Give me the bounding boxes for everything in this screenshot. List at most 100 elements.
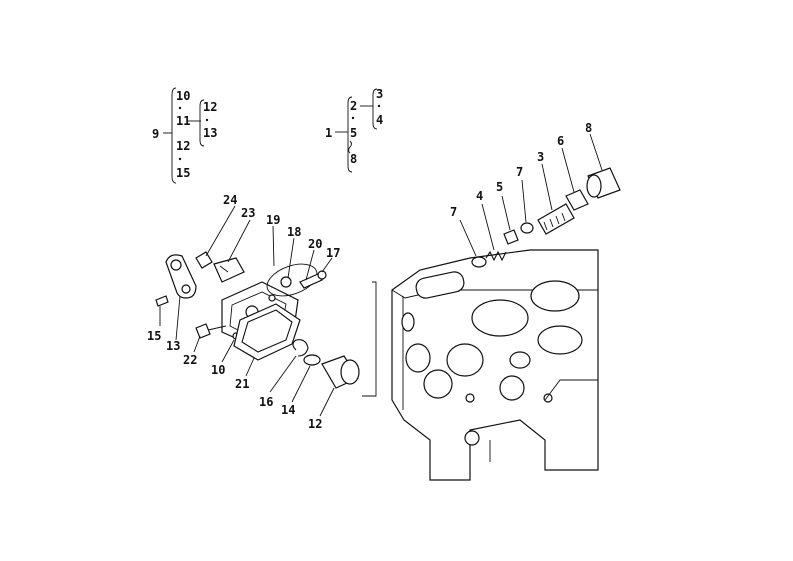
tree-left-item-label: 15 [176, 166, 190, 180]
leader-22 [193, 335, 201, 353]
leader-20 [305, 249, 315, 281]
block-oil-slot [415, 271, 465, 299]
block-hole [509, 351, 531, 369]
bolt-hole [268, 294, 276, 302]
pin-part [155, 295, 169, 307]
block-hole [465, 393, 475, 403]
lever-eye [181, 284, 191, 294]
bracket-edge [219, 265, 229, 273]
washer-part [471, 256, 487, 268]
nut-part [503, 229, 519, 245]
leader-14 [291, 365, 311, 403]
leader-8 [589, 133, 603, 171]
callout-label: 14 [281, 403, 295, 417]
callout-label: 6 [557, 134, 564, 148]
tree-right-bracket [347, 96, 353, 173]
tree-dot [377, 104, 381, 108]
leader-13 [175, 295, 181, 341]
callout-label: 20 [308, 237, 322, 251]
nut-part [565, 189, 589, 211]
callout-label: 24 [223, 193, 237, 207]
block-hole [405, 343, 431, 373]
block-hole [423, 369, 453, 399]
tree-right-sub-label: 4 [376, 113, 383, 127]
tree-left-sub-label: 12 [203, 100, 217, 114]
callout-label: 15 [147, 329, 161, 343]
tree-right-root-label: 1 [325, 126, 332, 140]
leader-19 [272, 225, 275, 267]
cap-end [586, 174, 602, 198]
block-bore [471, 299, 529, 337]
callout-label: 18 [287, 225, 301, 239]
tree-right-sub-bracket [372, 88, 378, 130]
engine-block [391, 249, 599, 481]
leader-3 [541, 163, 553, 211]
tree-left-root-label: 9 [152, 127, 159, 141]
gasket-part [233, 303, 301, 361]
callout-label: 7 [450, 205, 457, 219]
tree-right-squiggle [348, 140, 352, 154]
callout-label: 21 [235, 377, 249, 391]
tree-dot [351, 116, 355, 120]
plug-thread [543, 212, 566, 231]
leader-4 [481, 203, 495, 251]
bolt-head [317, 270, 327, 280]
callout-label: 3 [537, 150, 544, 164]
tree-dot [178, 157, 182, 161]
leader-24 [205, 205, 236, 257]
spring-part [485, 250, 507, 262]
leader-18 [287, 237, 295, 279]
tree-right-item-label: 5 [350, 126, 357, 140]
tree-dot [205, 118, 209, 122]
lever-eye [170, 259, 182, 271]
block-hole [464, 430, 480, 446]
tree-left-sub-label: 13 [203, 126, 217, 140]
leader-23 [227, 219, 251, 263]
leader-12 [319, 387, 335, 417]
callout-label: 22 [183, 353, 197, 367]
lever-part [165, 254, 197, 299]
tree-left-bracket [171, 87, 177, 184]
block-hole [446, 343, 484, 377]
block-bore [537, 325, 583, 355]
tree-left-item-label: 12 [176, 139, 190, 153]
tree-dot [178, 106, 182, 110]
leader-21 [245, 357, 255, 377]
block-bore [530, 280, 580, 312]
block-hole [401, 312, 415, 332]
leader-lines [159, 133, 603, 417]
leader-10 [221, 339, 235, 363]
parts-tree-right: 1 2 5 8 3 4 [325, 87, 383, 173]
block-hole [499, 375, 525, 401]
callout-label: 19 [266, 213, 280, 227]
bolt-head [195, 323, 211, 339]
tree-right-item-label: 2 [350, 99, 357, 113]
relief-valve-parts [471, 167, 621, 268]
bolt-shank [207, 325, 227, 331]
callout-label: 4 [476, 189, 483, 203]
bolt-head [195, 251, 213, 269]
block-hole [543, 393, 553, 403]
bracket-part [213, 257, 245, 283]
alignment-line [362, 281, 377, 397]
gasket-inner [241, 309, 293, 353]
callout-label: 17 [326, 246, 340, 260]
callout-label: 13 [166, 339, 180, 353]
bolt-part [299, 273, 323, 289]
callout-label: 5 [496, 180, 503, 194]
block-edge [544, 379, 598, 401]
callout-label: 7 [516, 165, 523, 179]
callout-label: 12 [308, 417, 322, 431]
leader-6 [561, 147, 575, 193]
shaft-end [340, 359, 360, 385]
oil-pump-assembly [155, 251, 377, 397]
leader-7a [459, 219, 477, 257]
tree-right-sub-label: 3 [376, 87, 383, 101]
tree-right-item-label: 8 [350, 152, 357, 166]
leader-7b [521, 179, 527, 223]
callout-label: 23 [241, 206, 255, 220]
tree-left-sub-bracket [199, 99, 205, 147]
plate-outline [266, 263, 318, 297]
tree-left-item-label: 11 [176, 114, 190, 128]
